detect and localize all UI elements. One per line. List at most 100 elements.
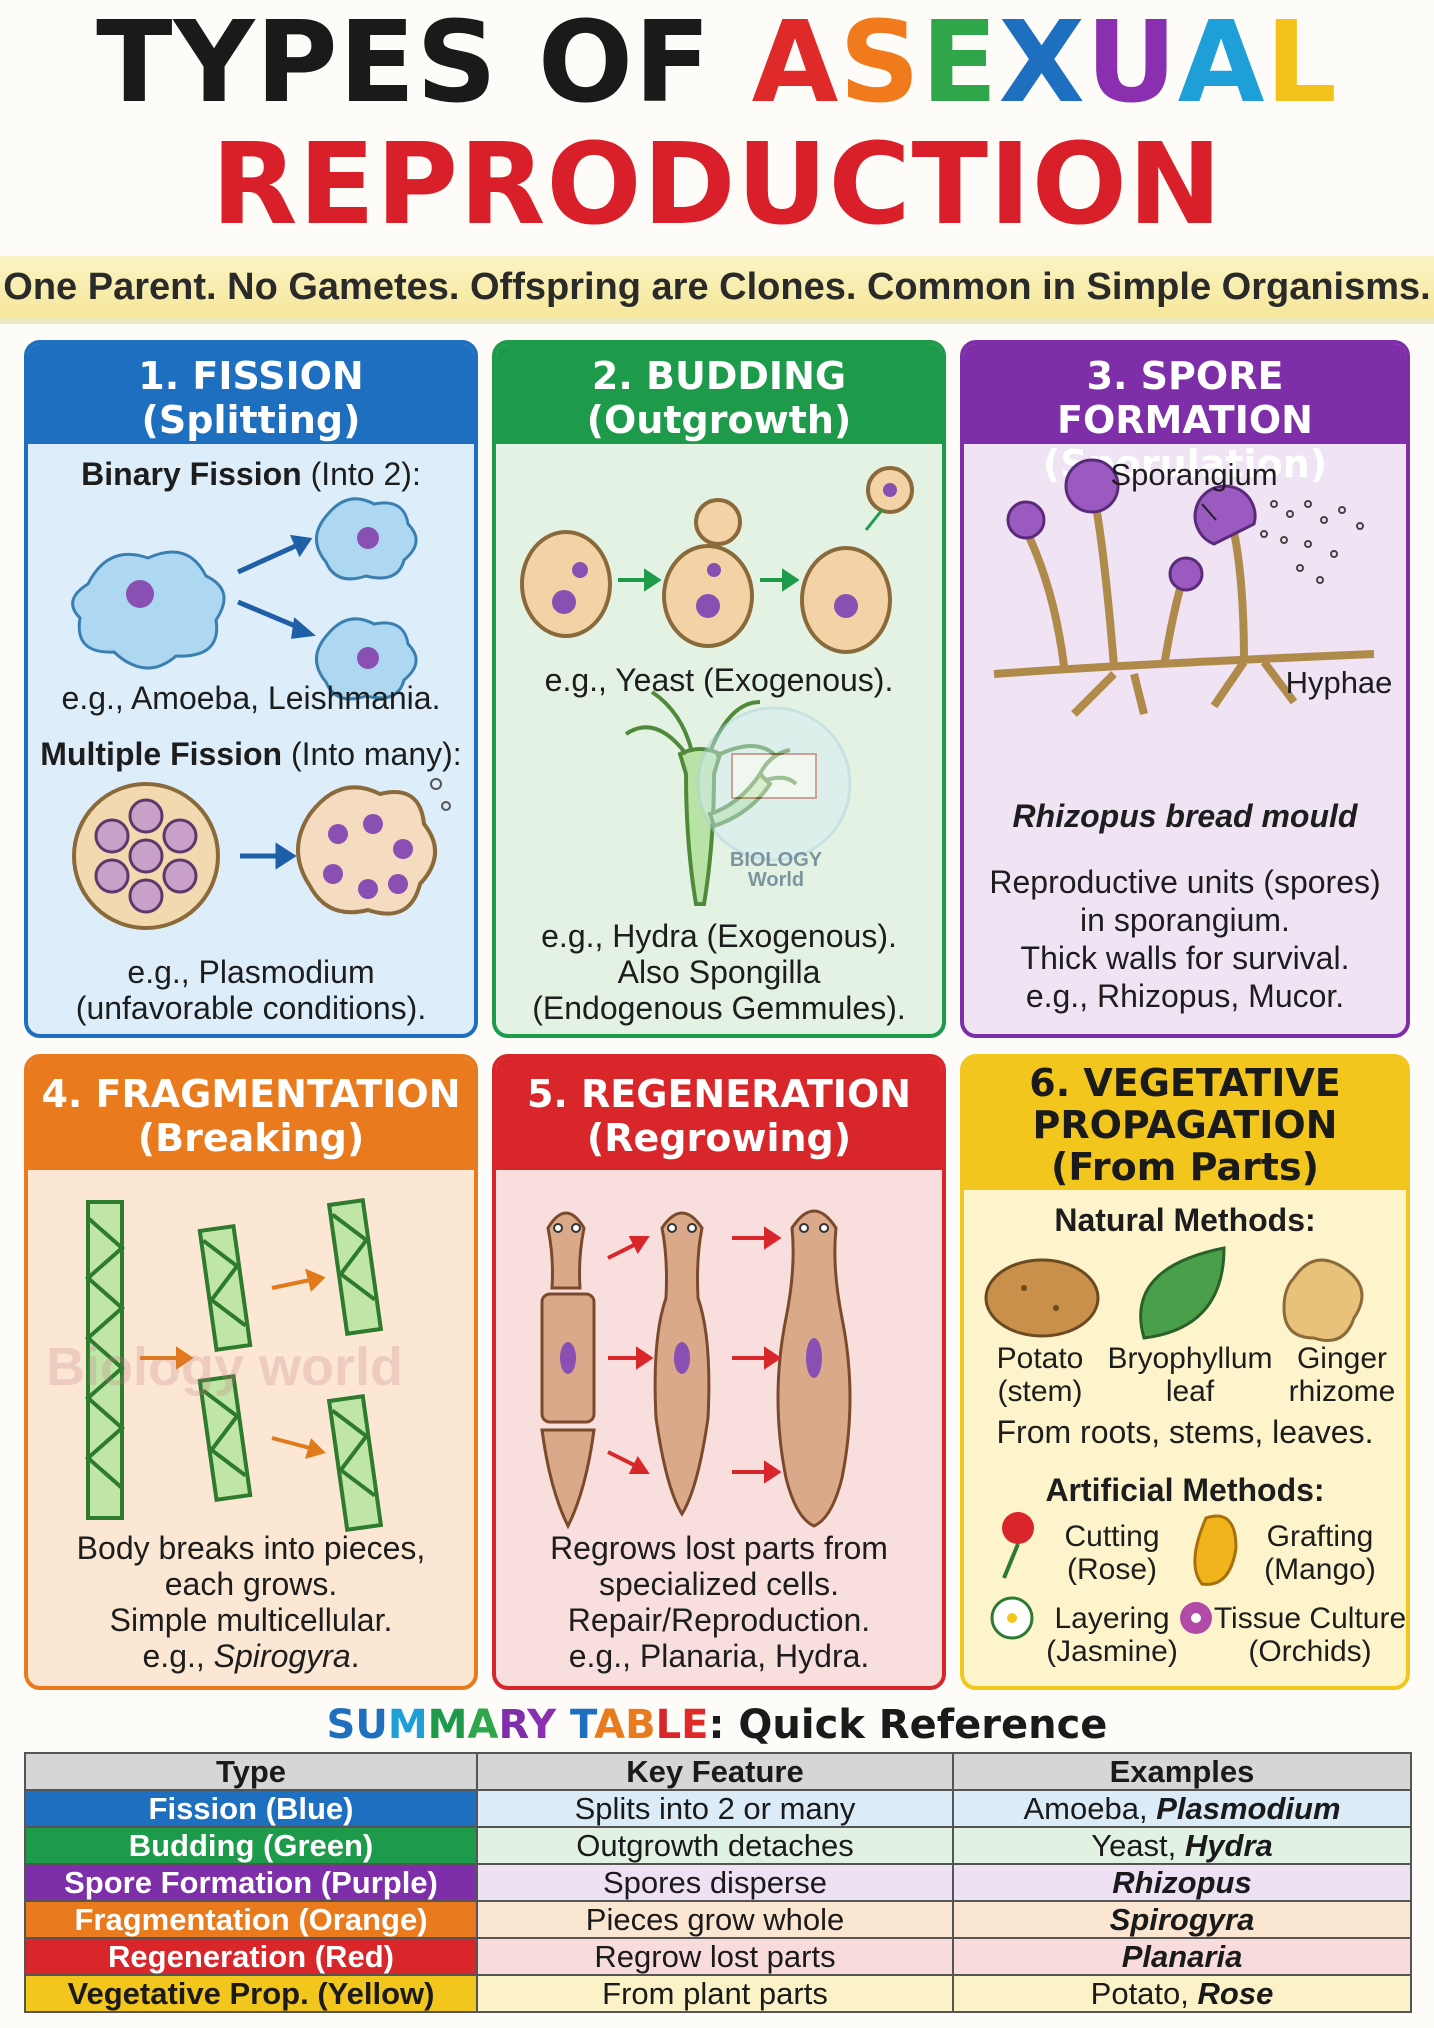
spores-icon	[1260, 500, 1364, 584]
natural-note: From roots, stems, leaves.	[996, 1414, 1374, 1450]
feature-cell: Spores disperse	[476, 1863, 954, 1902]
frag-desc-4-em: Spirogyra	[213, 1638, 351, 1674]
card-header: 5. REGENERATION (Regrowing)	[496, 1058, 942, 1170]
type-cell: Fission (Blue)	[24, 1789, 478, 1828]
examples-cell: Planaria	[952, 1937, 1412, 1976]
card-header: 2. BUDDING (Outgrowth)	[496, 344, 942, 444]
cutting-label-1: Cutting	[1064, 1520, 1160, 1553]
budding-illustration	[520, 466, 914, 906]
card-fission: 1. FISSION (Splitting) Binary Fission (I…	[24, 340, 478, 1038]
summary-title-letter: S	[326, 1702, 356, 1748]
title-letter: S	[839, 0, 921, 128]
regen-desc-2: specialized cells.	[598, 1566, 840, 1602]
table-header-row: Type Key Feature Examples	[24, 1752, 1412, 1791]
planaria-fragment-icon	[540, 1209, 852, 1530]
bryophyllum-label-1: Bryophyllum	[1107, 1342, 1273, 1375]
summary-title-letter: A	[467, 1702, 499, 1748]
card-spore-formation: 3. SPORE FORMATION (Sporulation) Sporang…	[960, 340, 1410, 1038]
multiple-example-1: e.g., Plasmodium	[127, 954, 375, 990]
frag-desc-4-prefix: e.g.,	[142, 1638, 214, 1674]
planaria-illustration	[540, 1209, 852, 1530]
page-title-line-2: REPRODUCTION	[211, 120, 1223, 250]
sporangium-label: Sporangium	[1110, 457, 1278, 492]
example-plain: Amoeba,	[1023, 1791, 1157, 1826]
subtitle-banner: One Parent. No Gametes. Offspring are Cl…	[0, 256, 1434, 324]
feature-cell: Regrow lost parts	[476, 1937, 954, 1976]
feature-cell: From plant parts	[476, 1974, 954, 2013]
spore-desc-4: e.g., Rhizopus, Mucor.	[1025, 978, 1345, 1014]
title-letter: L	[1265, 0, 1338, 128]
summary-title-letter: L	[655, 1702, 682, 1748]
card-regeneration: 5. REGENERATION (Regrowing) Regrows lost…	[492, 1054, 946, 1690]
card-fragmentation: 4. FRAGMENTATION (Breaking) Biology worl…	[24, 1054, 478, 1690]
example-emphasis: Spirogyra	[1109, 1902, 1255, 1937]
example-plain: Potato,	[1090, 1976, 1198, 2011]
potato-label-1: Potato	[996, 1342, 1084, 1375]
card-title: 4. FRAGMENTATION	[41, 1072, 461, 1116]
examples-cell: Potato, Rose	[952, 1974, 1412, 2013]
bryophyllum-label-2: leaf	[1165, 1375, 1215, 1408]
spirogyra-illustration	[84, 1198, 384, 1532]
tissue-culture-label: Tissue Culture(Orchids)	[1210, 1602, 1406, 1668]
natural-methods-heading: Natural Methods:	[1054, 1202, 1316, 1238]
yeast-example: e.g., Yeast (Exogenous).	[544, 662, 894, 698]
hydra-example-1: e.g., Hydra (Exogenous).	[541, 918, 897, 954]
arrow-icon	[607, 1226, 782, 1484]
arrow-icon	[240, 842, 297, 870]
plasmodium-schizont-icon	[72, 782, 220, 930]
column-header: Examples	[952, 1752, 1412, 1791]
card-vegetative-propagation: 6. VEGETATIVE PROPAGATION (From Parts) N…	[960, 1054, 1410, 1690]
examples-cell: Yeast, Hydra	[952, 1826, 1412, 1865]
type-cell: Spore Formation (Purple)	[24, 1863, 478, 1902]
frag-desc-1: Body breaks into pieces,	[76, 1530, 426, 1566]
title-plain: TYPES OF	[96, 0, 752, 128]
fission-illustration	[71, 497, 451, 930]
card-title: 5. REGENERATION	[526, 1072, 912, 1116]
card-subtitle: (Breaking)	[137, 1116, 365, 1160]
tissue-culture-label-2: (Orchids)	[1248, 1635, 1372, 1668]
yeast-cell-icon	[520, 466, 914, 654]
multiple-fission-heading: Multiple Fission (Into many):	[28, 736, 474, 773]
spore-desc-3: Thick walls for survival.	[1020, 940, 1350, 976]
feature-cell: Splits into 2 or many	[476, 1789, 954, 1828]
rhizopus-illustration	[993, 458, 1375, 717]
amoeba-parent-icon	[71, 550, 226, 670]
type-cell: Budding (Green)	[24, 1826, 478, 1865]
card-title: 2. BUDDING	[591, 354, 847, 398]
summary-title-letter: A	[594, 1702, 626, 1748]
card-title: 3. SPORE FORMATION	[1057, 354, 1313, 442]
card-header: 6. VEGETATIVE PROPAGATION (From Parts)	[964, 1058, 1406, 1190]
summary-title-letter: E	[681, 1702, 709, 1748]
vegetative-illustrations	[984, 1246, 1364, 1640]
card-subtitle: (Splitting)	[141, 398, 361, 442]
title-letter: A	[751, 0, 840, 128]
frag-desc-4-suffix: .	[350, 1638, 360, 1674]
ginger-label-1: Ginger	[1296, 1342, 1388, 1375]
title-colored-word: ASEXUAL	[752, 4, 1338, 122]
type-cell: Vegetative Prop. (Yellow)	[24, 1974, 478, 2013]
type-cell: Regeneration (Red)	[24, 1937, 478, 1976]
watermark-line-2: World	[747, 869, 805, 891]
ginger-label-2: rhizome	[1288, 1375, 1396, 1408]
summary-title-letter: T	[569, 1702, 595, 1748]
jasmine-icon	[990, 1596, 1034, 1640]
rhizopus-caption: Rhizopus bread mould	[1012, 798, 1358, 834]
watermark-text: Biology world	[46, 1337, 403, 1397]
potato-icon	[984, 1258, 1100, 1338]
potato-label-2: (stem)	[997, 1375, 1083, 1408]
title-letter: A	[1177, 0, 1266, 128]
arrow-icon	[140, 1268, 326, 1459]
summary-title-letter: M	[427, 1702, 468, 1748]
examples-cell: Amoeba, Plasmodium	[952, 1789, 1412, 1828]
layering-label-2: (Jasmine)	[1046, 1635, 1178, 1668]
summary-title-letter: M	[387, 1702, 428, 1748]
spirogyra-filament-icon	[84, 1198, 384, 1532]
example-emphasis: Hydra	[1184, 1828, 1273, 1863]
title-letter: E	[920, 0, 999, 128]
